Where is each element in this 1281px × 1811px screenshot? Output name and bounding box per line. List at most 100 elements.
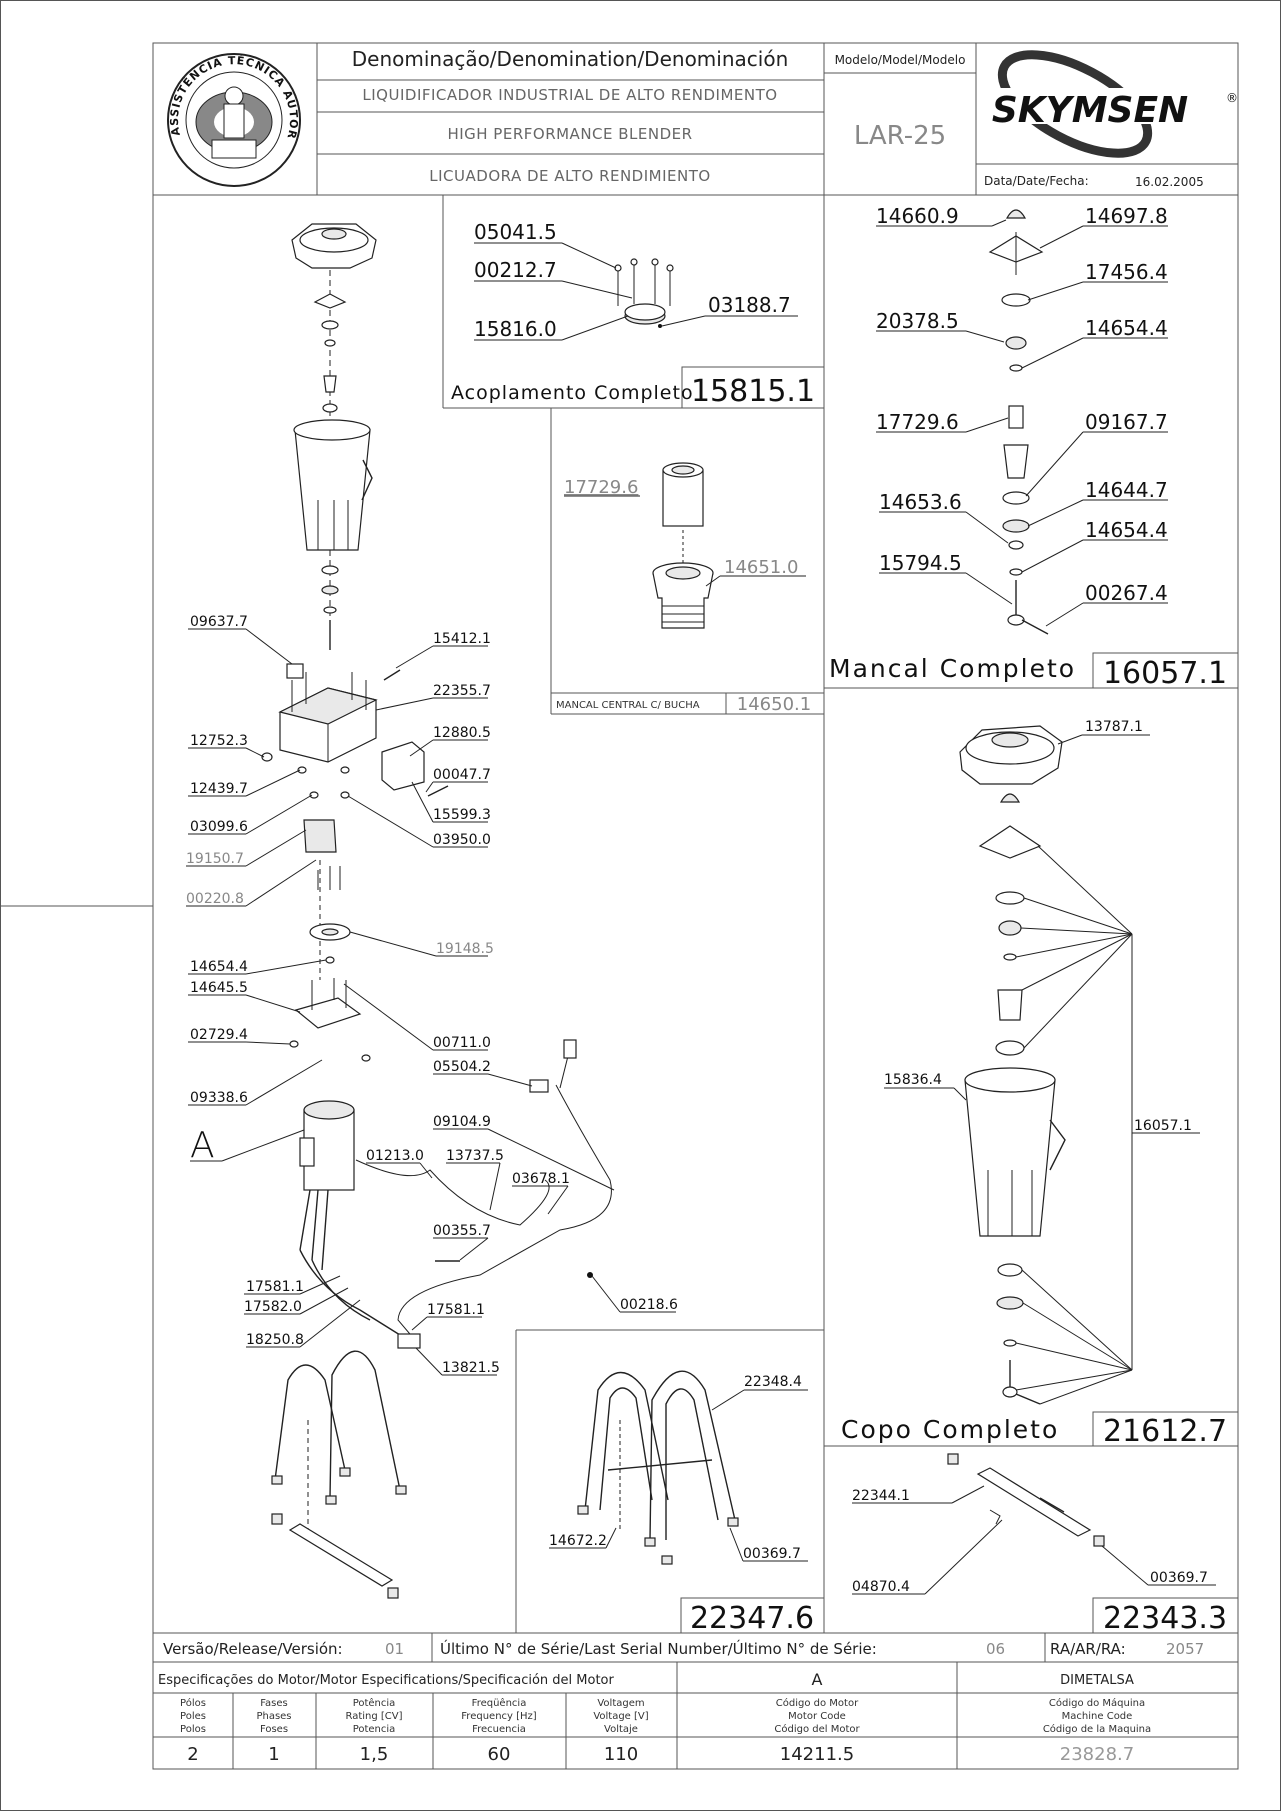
main-left-part-11: A bbox=[190, 1125, 215, 1166]
main-right-part-14: 00355.7 bbox=[433, 1223, 491, 1239]
bearing-part-6: 17729.6 bbox=[876, 410, 959, 434]
val-frequency: 60 bbox=[488, 1744, 511, 1765]
main-right-part-3: 12880.5 bbox=[433, 725, 491, 741]
coupling-part-3: 15816.0 bbox=[474, 317, 557, 341]
val-poles: 2 bbox=[187, 1744, 198, 1765]
product-name-pt: LIQUIDIFICADOR INDUSTRIAL DE ALTO RENDIM… bbox=[362, 86, 777, 104]
cup-assembly-drawing bbox=[884, 725, 1200, 1405]
val-machine-code: 23828.7 bbox=[1060, 1744, 1134, 1765]
svg-text:Código de la Maquina: Código de la Maquina bbox=[1043, 1723, 1151, 1735]
cup-code: 21612.7 bbox=[1103, 1414, 1227, 1449]
ra-label: RA/AR/RA: bbox=[1050, 1640, 1126, 1658]
brand-name: SKYMSEN bbox=[992, 90, 1188, 131]
svg-text:Polos: Polos bbox=[180, 1724, 206, 1735]
main-right-part-7: 19148.5 bbox=[436, 941, 494, 957]
serial-label: Último N° de Série/Last Serial Number/Úl… bbox=[440, 1639, 877, 1658]
val-phases: 1 bbox=[268, 1744, 279, 1765]
cup-part-2: 15836.4 bbox=[884, 1072, 942, 1088]
model-value: LAR-25 bbox=[854, 121, 946, 151]
main-left-part-5: 19150.7 bbox=[186, 851, 244, 867]
skymsen-logo: SKYMSEN ® bbox=[978, 50, 1238, 158]
bearing-part-12: 00267.4 bbox=[1085, 581, 1168, 605]
stand-code: 22347.6 bbox=[690, 1601, 814, 1636]
cup-caption: Copo Completo bbox=[841, 1415, 1059, 1444]
frame-lines bbox=[0, 42, 1239, 1770]
bearing-part-1: 14660.9 bbox=[876, 204, 959, 228]
bearing-assembly-drawing bbox=[876, 209, 1168, 635]
motor-spec-values: 2 1 1,5 60 110 14211.5 23828.7 bbox=[187, 1744, 1134, 1765]
coupling-caption: Acoplamento Completo bbox=[451, 382, 694, 404]
main-right-part-5: 15599.3 bbox=[433, 807, 491, 823]
svg-text:Código del Motor: Código del Motor bbox=[774, 1723, 860, 1735]
main-right-part-11: 01213.0 bbox=[366, 1148, 424, 1164]
main-left-part-9: 02729.4 bbox=[190, 1027, 248, 1043]
main-left-part-7: 14654.4 bbox=[190, 959, 248, 975]
main-right-part-12: 13737.5 bbox=[446, 1148, 504, 1164]
svg-text:Potencia: Potencia bbox=[353, 1724, 396, 1735]
central-bearing-drawing bbox=[564, 462, 806, 629]
product-name-es: LICUADORA DE ALTO RENDIMIENTO bbox=[429, 167, 710, 185]
svg-text:Rating [CV]: Rating [CV] bbox=[345, 1711, 402, 1722]
main-left-part-10: 09338.6 bbox=[190, 1090, 248, 1106]
main-exploded-view bbox=[186, 223, 676, 1599]
main-right-part-13: 03678.1 bbox=[512, 1171, 570, 1187]
base-bar-drawing bbox=[852, 1453, 1216, 1595]
base-bar-part-3: 00369.7 bbox=[1150, 1570, 1208, 1586]
svg-text:Voltagem: Voltagem bbox=[597, 1698, 644, 1709]
svg-text:Motor Code: Motor Code bbox=[788, 1711, 846, 1722]
main-right-part-1: 15412.1 bbox=[433, 631, 491, 647]
svg-text:Poles: Poles bbox=[180, 1711, 206, 1722]
main-left-part-3: 12439.7 bbox=[190, 781, 248, 797]
stand-part-1: 22348.4 bbox=[744, 1374, 802, 1390]
brand-registered-mark: ® bbox=[1226, 91, 1238, 105]
main-right-part-17: 13821.5 bbox=[442, 1360, 500, 1376]
bearing-part-9: 14644.7 bbox=[1085, 478, 1168, 502]
central-bearing-caption: MANCAL CENTRAL C/ BUCHA bbox=[556, 700, 700, 711]
stand-part-3: 00369.7 bbox=[743, 1546, 801, 1562]
val-voltage: 110 bbox=[604, 1744, 638, 1765]
svg-text:Freqüência: Freqüência bbox=[472, 1697, 527, 1709]
bearing-part-2: 14697.8 bbox=[1085, 204, 1168, 228]
main-right-part-10: 09104.9 bbox=[433, 1114, 491, 1130]
coupling-part-4: 03188.7 bbox=[708, 293, 791, 317]
denomination-label: Denominação/Denomination/Denominación bbox=[352, 47, 789, 71]
serial-value: 06 bbox=[986, 1640, 1005, 1658]
stand-drawing bbox=[549, 1370, 808, 1565]
date-label: Data/Date/Fecha: bbox=[984, 174, 1089, 188]
val-power: 1,5 bbox=[360, 1744, 389, 1765]
central-bearing-code: 14650.1 bbox=[737, 694, 811, 715]
authorized-service-seal: ASSISTÊNCIA TÉCNICA AUTORIZADA bbox=[0, 0, 301, 187]
main-left-part-4: 03099.6 bbox=[190, 819, 248, 835]
svg-text:Frequency [Hz]: Frequency [Hz] bbox=[461, 1711, 537, 1722]
main-left-part-6: 00220.8 bbox=[186, 891, 244, 907]
motor-spec-label: Especificações do Motor/Motor Especifica… bbox=[158, 1673, 614, 1688]
bearing-part-4: 20378.5 bbox=[876, 309, 959, 333]
cup-part-3: 16057.1 bbox=[1134, 1118, 1192, 1134]
coupling-part-2: 00212.7 bbox=[474, 258, 557, 282]
svg-text:Voltage [V]: Voltage [V] bbox=[593, 1711, 648, 1722]
main-right-part-4: 00047.7 bbox=[433, 767, 491, 783]
svg-text:Código do Máquina: Código do Máquina bbox=[1049, 1697, 1145, 1709]
svg-text:Pólos: Pólos bbox=[180, 1697, 206, 1709]
cup-part-1: 13787.1 bbox=[1085, 719, 1143, 735]
bearing-code: 16057.1 bbox=[1103, 656, 1227, 691]
bearing-part-11: 15794.5 bbox=[879, 551, 962, 575]
main-right-part-2: 22355.7 bbox=[433, 683, 491, 699]
bearing-part-7: 09167.7 bbox=[1085, 410, 1168, 434]
svg-text:Fases: Fases bbox=[260, 1698, 288, 1709]
model-label: Modelo/Model/Modelo bbox=[835, 53, 966, 67]
main-left-part-1: 09637.7 bbox=[190, 614, 248, 630]
main-left-part-12: 17581.1 bbox=[246, 1279, 304, 1295]
date-value: 16.02.2005 bbox=[1135, 175, 1204, 189]
bearing-part-5: 14654.4 bbox=[1085, 316, 1168, 340]
svg-text:Phases: Phases bbox=[256, 1711, 291, 1722]
bearing-part-10: 14654.4 bbox=[1085, 518, 1168, 542]
main-right-part-16: 17581.1 bbox=[427, 1302, 485, 1318]
svg-text:Potência: Potência bbox=[353, 1697, 396, 1709]
base-bar-code: 22343.3 bbox=[1103, 1601, 1227, 1636]
val-motor-code: 14211.5 bbox=[780, 1744, 854, 1765]
manufacturer: DIMETALSA bbox=[1060, 1673, 1134, 1688]
motor-spec-headers: Pólos Poles Polos Fases Phases Foses Pot… bbox=[180, 1697, 1151, 1735]
central-bearing-part-1: 17729.6 bbox=[564, 477, 638, 498]
